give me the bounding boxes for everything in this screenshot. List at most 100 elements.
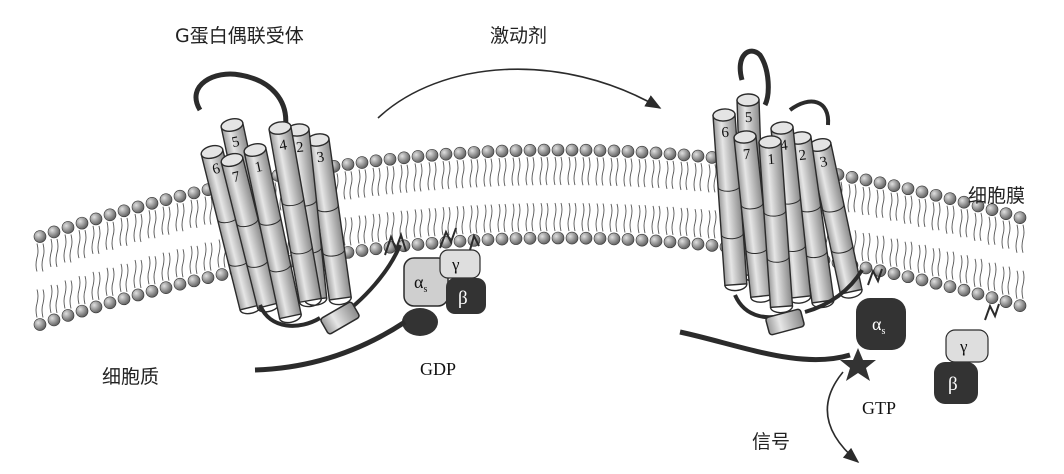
beta-label-right: β: [948, 374, 958, 395]
lipid-head: [383, 152, 397, 166]
lipid-head: [971, 199, 985, 213]
lipid-head: [131, 200, 145, 214]
lipid-head: [61, 221, 75, 234]
lipid-head: [593, 232, 607, 245]
lipid-head: [481, 233, 495, 246]
lipid-head: [677, 148, 691, 162]
lipid-head: [593, 144, 607, 157]
helix-number: 1: [767, 152, 776, 168]
beta-subunit-block: [446, 278, 486, 314]
helix-number: 3: [316, 149, 326, 166]
helix-1: 1: [243, 143, 302, 324]
lipid-head: [509, 232, 523, 245]
lipid-head: [369, 242, 383, 256]
helix-3: 3: [808, 138, 863, 299]
lipid-head: [649, 146, 663, 160]
lipid-head: [117, 204, 131, 218]
lipid-head: [999, 295, 1013, 308]
lipid-head: [215, 268, 229, 281]
helix-number: 6: [721, 125, 730, 142]
agonist-arrow: [377, 68, 662, 119]
lipid-head: [103, 208, 117, 222]
lipid-head: [565, 143, 579, 157]
lipid-head: [355, 156, 369, 169]
lipid-head: [705, 239, 719, 252]
lipid-head: [985, 203, 999, 217]
lipid-head: [537, 231, 551, 245]
beta-subunit-right: [934, 362, 978, 404]
lipid-head: [411, 150, 425, 163]
lipid-head: [453, 146, 467, 160]
lipid-head: [999, 207, 1013, 220]
lipid-head: [691, 149, 705, 163]
lipid-head: [901, 270, 915, 284]
lipid-head: [845, 170, 859, 184]
lipid-head: [397, 151, 411, 165]
gtp-label: GTP: [862, 398, 896, 418]
lipid-head: [159, 281, 173, 294]
lipid-head: [117, 292, 131, 306]
lipid-head: [663, 147, 677, 161]
alpha-label-right: αs: [872, 314, 885, 337]
lipid-head: [635, 233, 649, 247]
lipid-head: [509, 144, 523, 157]
lipid-head: [859, 173, 873, 187]
lipid-head: [551, 143, 565, 157]
lipid-head: [75, 304, 89, 318]
lipid-head: [89, 300, 103, 314]
lipid-head: [621, 233, 635, 246]
lipid-head: [607, 232, 621, 246]
lipid-head: [621, 145, 635, 158]
lipid-head: [481, 145, 495, 158]
lipid-head: [467, 146, 481, 159]
g-protein-active: αs γ β: [840, 268, 1000, 404]
cytoplasm-label: 细胞质: [102, 366, 159, 388]
lipid-head: [355, 244, 369, 257]
gamma-label-right: γ: [959, 337, 968, 356]
lipid-head: [677, 236, 691, 250]
lipid-head: [929, 276, 943, 290]
lipid-head: [103, 296, 117, 310]
lipid-head: [145, 196, 159, 210]
lipid-head: [1013, 211, 1027, 225]
lipid-head: [173, 189, 187, 203]
lipid-head: [873, 176, 887, 190]
gdp-pocket: [402, 308, 438, 336]
lipid-head: [173, 277, 187, 291]
lipid-head: [33, 318, 47, 331]
lipid-head: [915, 185, 929, 199]
lipid-head: [425, 236, 439, 250]
lipid-head: [957, 283, 971, 297]
lipid-head: [341, 158, 355, 171]
gamma-label: γ: [451, 255, 460, 274]
gdp-label: GDP: [420, 359, 456, 379]
lipid-head: [901, 182, 915, 196]
lipid-head: [453, 234, 467, 248]
lipid-head: [523, 143, 537, 157]
lipid-head: [579, 231, 593, 245]
alpha-subunit-gtp: [856, 298, 906, 350]
helix-number: 5: [745, 110, 753, 126]
lipid-head: [971, 287, 985, 301]
lipid-head: [411, 238, 425, 251]
lipid-head: [439, 147, 453, 161]
helix-number: 4: [278, 137, 289, 154]
lipid-head: [691, 237, 705, 251]
lipid-head: [985, 291, 999, 305]
lipid-head: [159, 193, 173, 206]
membrane-label: 细胞膜: [968, 185, 1025, 207]
helix-number: 5: [230, 134, 241, 151]
lipid-head: [369, 154, 383, 168]
lipid-head: [75, 216, 89, 230]
lipid-head: [33, 230, 47, 243]
lipid-head: [201, 271, 215, 284]
lipid-head: [47, 225, 61, 239]
helix-number: 7: [231, 169, 243, 186]
lipid-head: [187, 274, 201, 288]
lipid-head: [551, 231, 565, 245]
